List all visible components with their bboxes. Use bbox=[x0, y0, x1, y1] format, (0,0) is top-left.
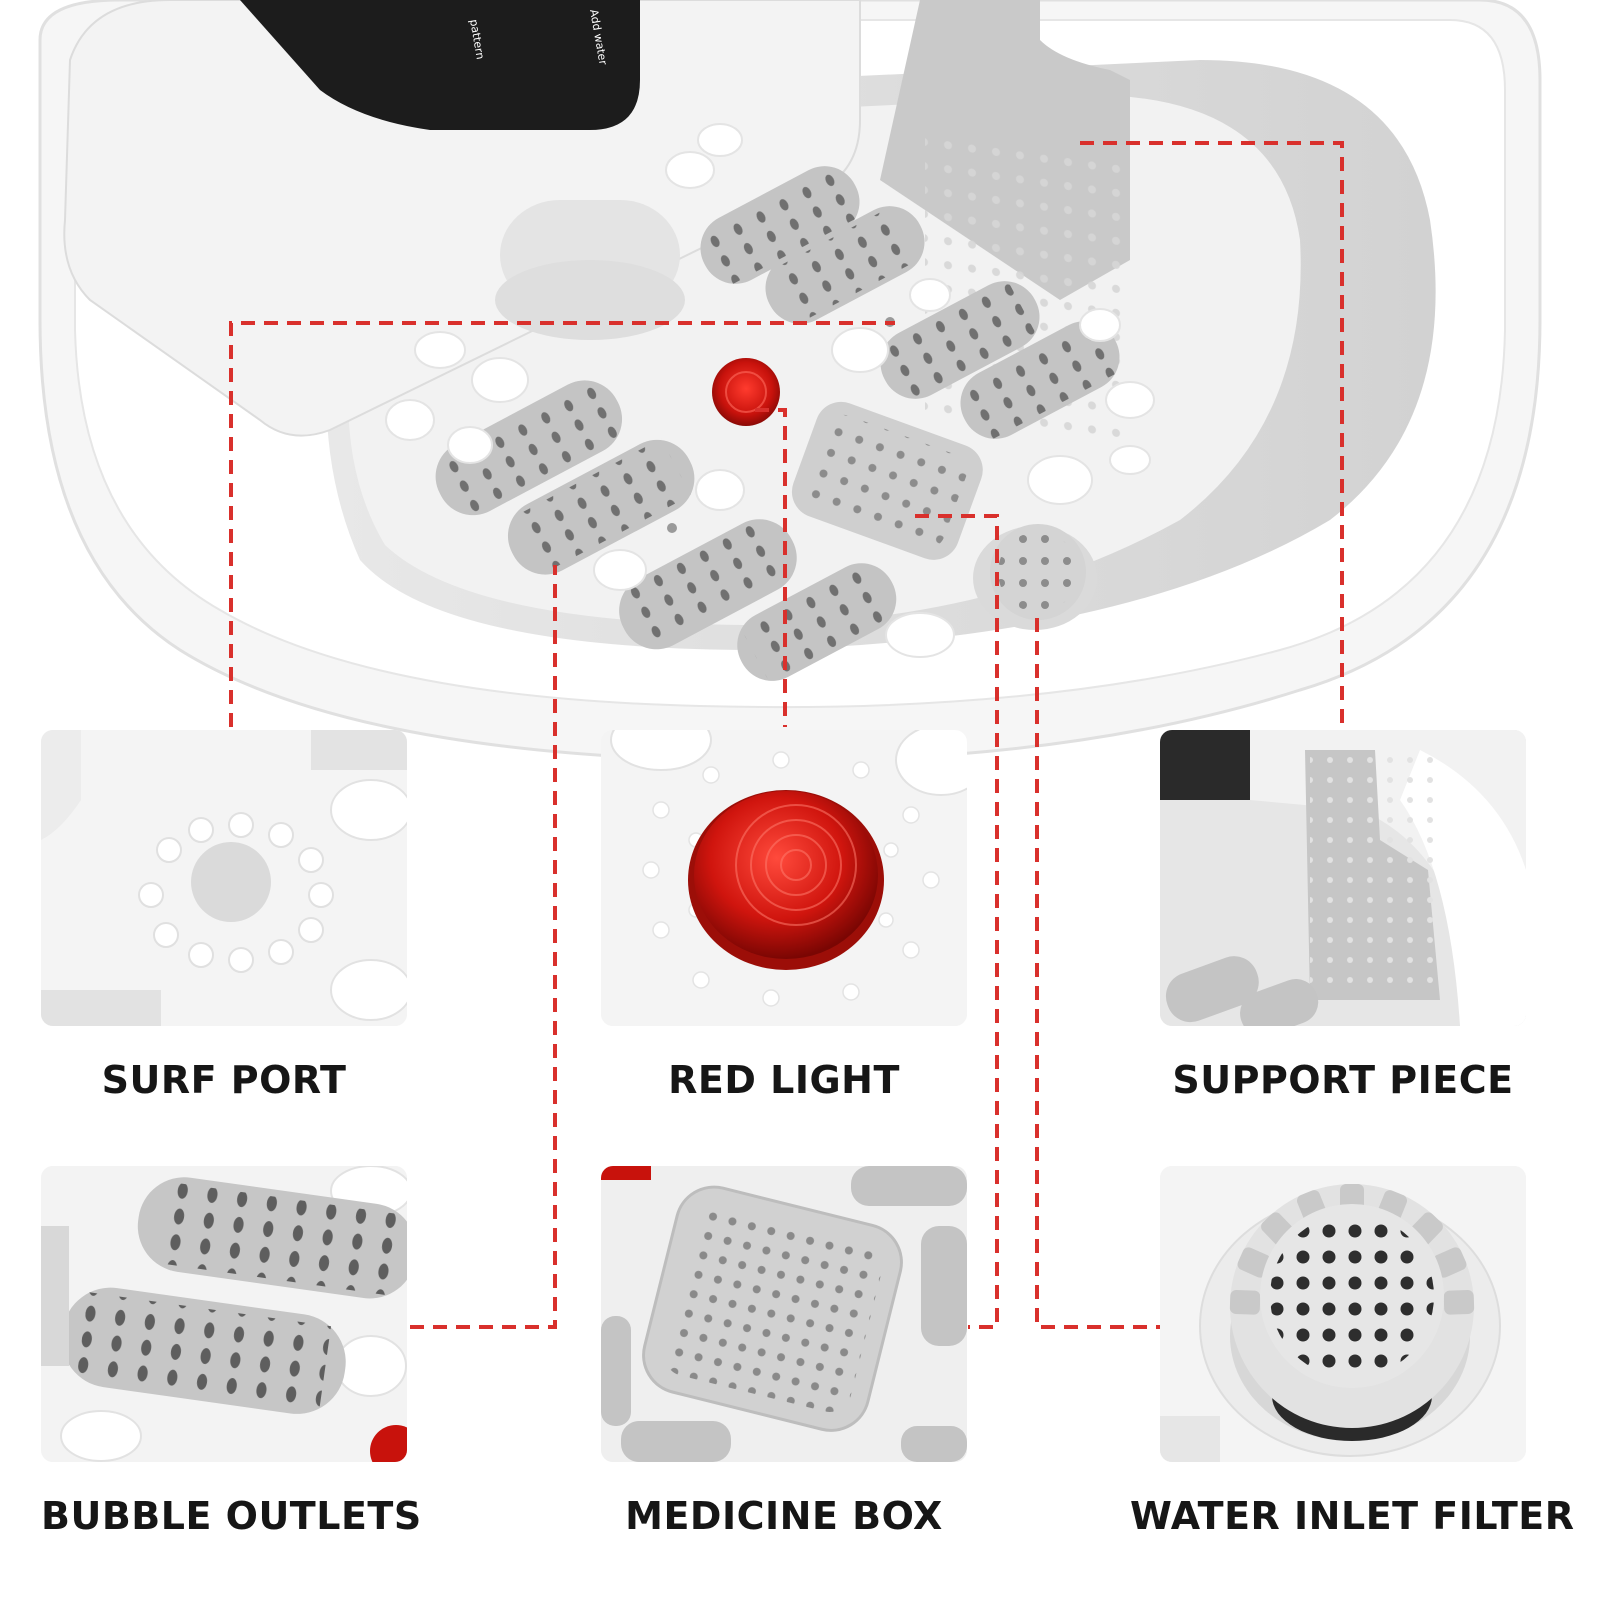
surf-port-label: SURF PORT bbox=[101, 1058, 347, 1102]
red-light-closeup-image bbox=[601, 730, 967, 1026]
surf-port-closeup-image bbox=[41, 730, 407, 1026]
medicine-box-label: MEDICINE BOX bbox=[625, 1494, 943, 1538]
support-piece-closeup-image bbox=[1160, 730, 1526, 1026]
water-inlet-filter-closeup-image bbox=[1160, 1166, 1526, 1462]
support-piece-label: SUPPORT PIECE bbox=[1172, 1058, 1514, 1102]
water-inlet-filter-label: WATER INLET FILTER bbox=[1130, 1494, 1575, 1538]
bubble-outlets-label: BUBBLE OUTLETS bbox=[41, 1494, 422, 1538]
red-light-label: RED LIGHT bbox=[668, 1058, 900, 1102]
foot-spa-overview-image: pattern Add water bbox=[0, 0, 1600, 763]
bubble-outlets-closeup-image bbox=[41, 1166, 407, 1462]
medicine-box-closeup-image bbox=[601, 1166, 967, 1462]
